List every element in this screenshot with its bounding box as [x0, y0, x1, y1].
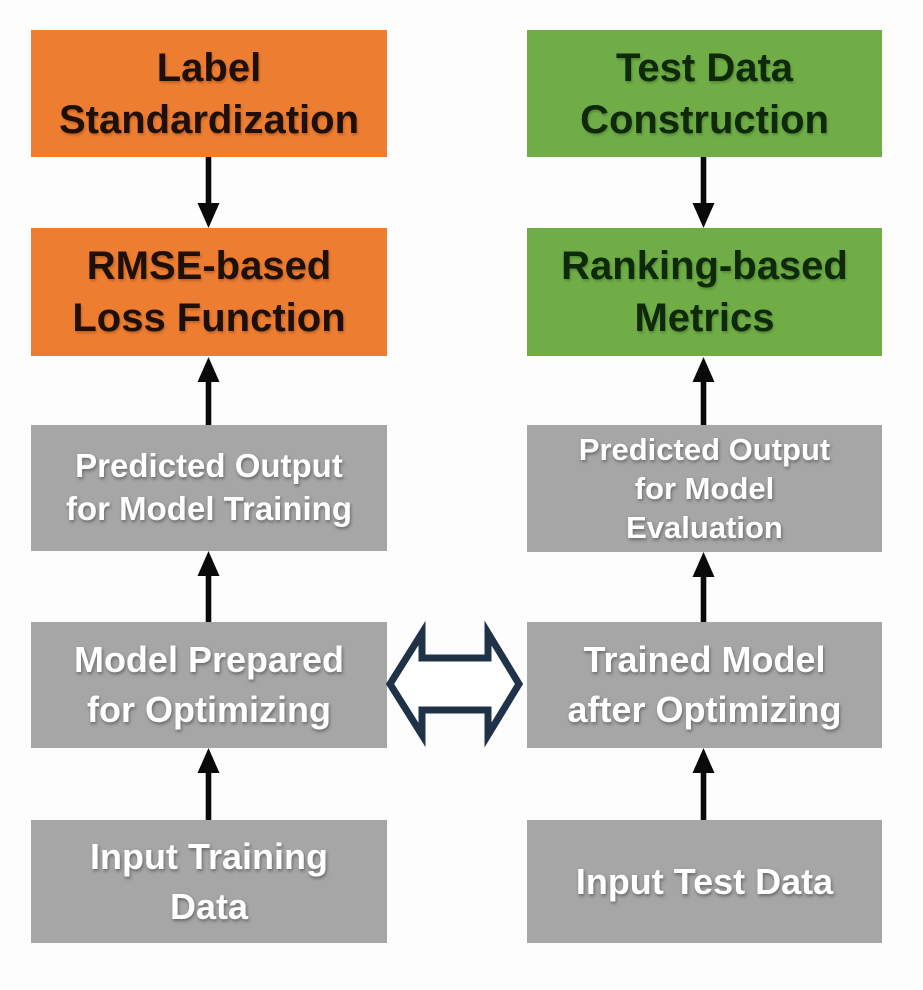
box-label-line: Construction: [580, 97, 829, 142]
box-label-line: Trained Model: [583, 639, 826, 681]
arrow-up-icon: [197, 551, 220, 622]
arrow-up-icon: [692, 748, 715, 820]
box-label-line: Predicted Output: [75, 447, 343, 485]
box-ranking-based-metrics: Ranking-based Metrics: [527, 228, 882, 356]
arrow-shaft: [205, 157, 212, 206]
arrow-head: [197, 748, 220, 773]
arrow-down-icon: [692, 157, 715, 228]
box-label-line: Model Prepared: [73, 639, 345, 681]
arrow-head: [197, 203, 220, 228]
box-rmse-based-loss-function: RMSE-based Loss Function: [31, 228, 387, 356]
box-trained-model-after-optimizing: Trained Model after Optimizing: [527, 622, 882, 748]
box-label-standardization: Label Standardization: [31, 30, 387, 157]
arrow-shaft: [700, 157, 707, 206]
box-label-line: for Model: [634, 470, 775, 506]
box-input-test-data: Input Test Data: [527, 820, 882, 943]
arrow-down-icon: [197, 157, 220, 228]
box-label-line: Predicted Output: [578, 431, 831, 467]
arrow-head: [197, 551, 220, 576]
arrow-shaft: [205, 573, 212, 622]
arrow-head: [692, 748, 715, 773]
box-label-line: Standardization: [58, 97, 360, 142]
left-right-double-arrow-icon: [385, 620, 524, 748]
box-label-line: for Optimizing: [87, 689, 331, 730]
arrow-head: [692, 552, 715, 577]
box-label-line: Loss Function: [72, 296, 346, 340]
arrow-up-icon: [692, 357, 715, 425]
box-label-line: Input Test Data: [575, 860, 834, 902]
box-label-line: Label: [156, 45, 262, 90]
box-label-line: Evaluation: [626, 510, 783, 546]
box-label-line: Data: [169, 885, 249, 927]
box-label-line: for Model Training: [66, 490, 352, 527]
box-predicted-output-for-model-evaluation: Predicted Output for Model Evaluation: [527, 425, 882, 552]
box-label-line: Metrics: [634, 296, 775, 340]
box-label-line: Test Data: [615, 45, 794, 90]
box-test-data-construction: Test Data Construction: [527, 30, 882, 157]
arrow-up-icon: [197, 748, 220, 820]
arrow-up-icon: [692, 552, 715, 622]
arrow-shaft: [205, 770, 212, 820]
arrow-shaft: [700, 574, 707, 622]
arrow-head: [692, 357, 715, 382]
box-label-line: Ranking-based: [561, 244, 848, 288]
arrow-shaft: [700, 770, 707, 820]
arrow-head: [692, 203, 715, 228]
arrow-shaft: [205, 379, 212, 425]
box-input-training-data: Input Training Data: [31, 820, 387, 943]
box-model-prepared-for-optimizing: Model Prepared for Optimizing: [31, 622, 387, 748]
arrow-head: [197, 357, 220, 382]
arrow-up-icon: [197, 357, 220, 425]
box-predicted-output-for-model-training: Predicted Output for Model Training: [31, 425, 387, 551]
box-label-line: after Optimizing: [567, 689, 842, 730]
box-label-line: Input Training: [90, 835, 328, 877]
arrow-shaft: [700, 379, 707, 425]
double-arrow-shape: [385, 620, 524, 748]
box-label-line: RMSE-based: [86, 244, 332, 288]
